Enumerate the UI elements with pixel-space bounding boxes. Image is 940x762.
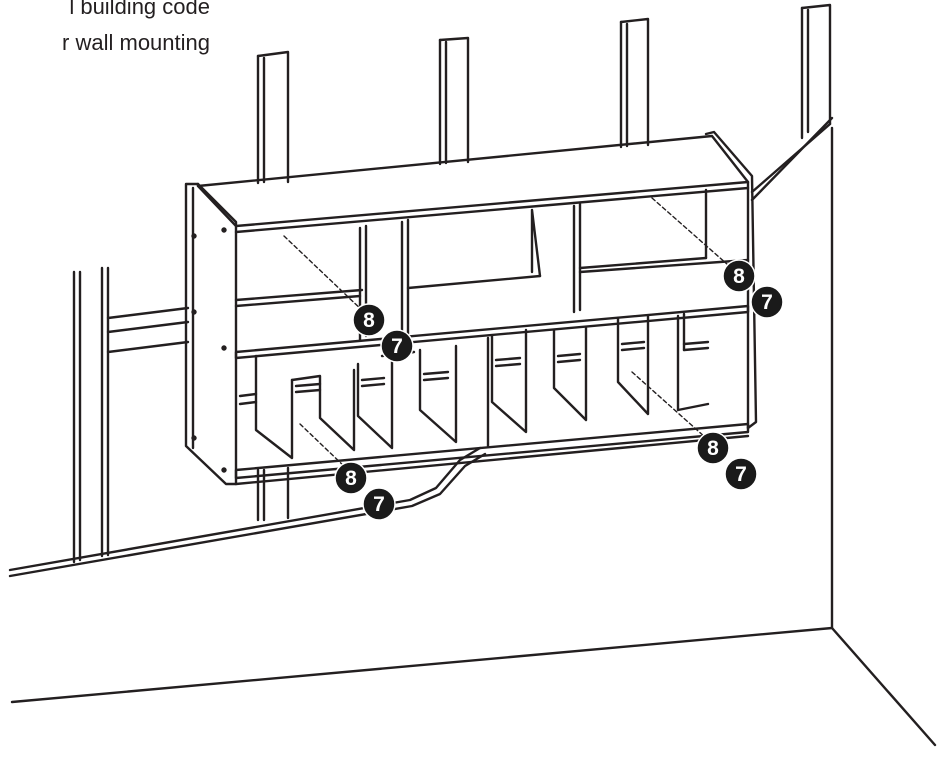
callout-badge-7: 7: [724, 457, 758, 491]
callout-badge-8-label: 8: [345, 467, 357, 490]
callout-badge-8-label: 8: [707, 437, 719, 460]
wall-blocking: [106, 306, 190, 354]
guide-line: [299, 423, 347, 469]
callout-badge-8: 8: [722, 259, 756, 293]
callout-badge-8-circle: [696, 431, 730, 465]
callout-badge-7-label: 7: [761, 291, 773, 314]
guide-line: [631, 371, 707, 439]
wall-stud: [438, 36, 470, 164]
wall-stud: [256, 50, 290, 184]
wall-stud: [619, 17, 650, 147]
callout-badge-7-circle: [750, 285, 784, 319]
corner-floor-line: [830, 626, 937, 747]
callout-badge-7-label: 7: [735, 463, 747, 486]
instruction-caption: l building code r wall mounting: [0, 0, 230, 70]
callout-badge-7: 7: [362, 487, 396, 521]
callout-badge-8: 8: [334, 461, 368, 495]
callout-badge-7-label: 7: [373, 493, 385, 516]
wall-stud: [800, 3, 832, 126]
callout-badge-7: 7: [750, 285, 784, 319]
guide-line: [651, 197, 737, 273]
callout-badge-8: 8: [352, 303, 386, 337]
screw-guide-lines: [283, 197, 737, 469]
middle-shelf: [234, 304, 750, 360]
guide-line: [283, 235, 367, 315]
callout-badge-8-circle: [722, 259, 756, 293]
callout-badge-7-circle: [724, 457, 758, 491]
callout-badge-8-label: 8: [363, 309, 375, 332]
callout-badge-7-label: 7: [391, 335, 403, 358]
right-wall-rail: [750, 116, 834, 202]
right-side-panel: [704, 130, 758, 430]
floor-line: [10, 626, 834, 704]
caption-line-2: r wall mounting: [62, 30, 210, 55]
caption-line-1: l building code: [69, 0, 210, 19]
bottom-shelf: [234, 422, 750, 480]
callout-badge-8-circle: [352, 303, 386, 337]
room-outline: [8, 116, 937, 747]
chair-rail: [8, 446, 482, 572]
callout-badge-8-label: 8: [733, 265, 745, 288]
wall-studs: [72, 3, 832, 564]
cubby-shelf-unit: [184, 130, 758, 486]
callout-badge-8-circle: [334, 461, 368, 495]
callout-badge-7-circle: [362, 487, 396, 521]
callout-badge-7: 7: [380, 329, 414, 363]
callout-badge-8: 8: [696, 431, 730, 465]
callout-badge-7-circle: [380, 329, 414, 363]
right-wall-rail-inner: [750, 122, 832, 194]
